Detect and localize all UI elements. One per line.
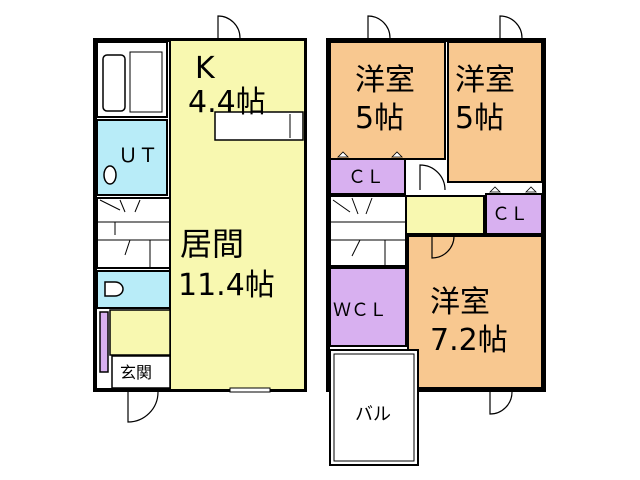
shoe-closet <box>99 311 109 373</box>
room-a-name: 洋室 <box>355 63 415 98</box>
room-b-size: 5帖 <box>455 101 504 136</box>
utility-label: ＵＴ <box>118 143 158 167</box>
sink-icon <box>103 165 117 185</box>
toilet-icon <box>104 281 124 297</box>
room-c-size: 7.2帖 <box>430 323 508 358</box>
door-swing-room-b-top <box>499 15 523 39</box>
door-swing-room-c-bottom <box>489 391 513 415</box>
walkin-closet <box>329 267 407 347</box>
bathtub-icon <box>102 54 126 112</box>
western-room-b <box>447 41 543 183</box>
door-swing-room-a-top <box>367 15 391 39</box>
closet-a-label: ＣＬ <box>348 167 384 188</box>
kitchen-name: K <box>195 51 216 86</box>
western-room-c <box>407 235 543 389</box>
balcony <box>329 349 419 466</box>
balcony-label: バル <box>355 404 391 425</box>
western-room-a <box>329 41 446 160</box>
closet-a <box>329 158 406 195</box>
door-swing-floor1-top <box>217 15 241 39</box>
living-name: 居間 <box>180 225 244 263</box>
door-swing-hall <box>419 164 446 191</box>
kitchen-counter <box>214 111 304 141</box>
door-swing-room-c <box>431 235 455 259</box>
walkin-closet-label: ＷＣＬ <box>333 300 387 321</box>
floor-2: 洋室 5帖 洋室 5帖 ＣＬ ＣＬ ＷＣＬ 洋 <box>326 15 546 466</box>
room-b-name: 洋室 <box>455 63 515 98</box>
stairs-floor2 <box>329 195 407 267</box>
stairs-floor1 <box>96 197 171 269</box>
room-c-name: 洋室 <box>430 285 490 320</box>
hall-area <box>109 309 171 356</box>
room-a-size: 5帖 <box>355 101 404 136</box>
floor-1: ＵＴ 玄関 K 4.4帖 居 <box>93 15 307 423</box>
living-size: 11.4帖 <box>178 268 275 303</box>
closet-b-label: ＣＬ <box>492 204 528 225</box>
closet-b <box>485 193 543 235</box>
entrance <box>111 355 171 389</box>
door-swing-entrance <box>127 391 159 423</box>
kitchen-size: 4.4帖 <box>188 85 266 120</box>
entrance-label: 玄関 <box>120 363 152 382</box>
bath-floor <box>129 51 163 113</box>
hallway-floor2 <box>405 195 485 235</box>
